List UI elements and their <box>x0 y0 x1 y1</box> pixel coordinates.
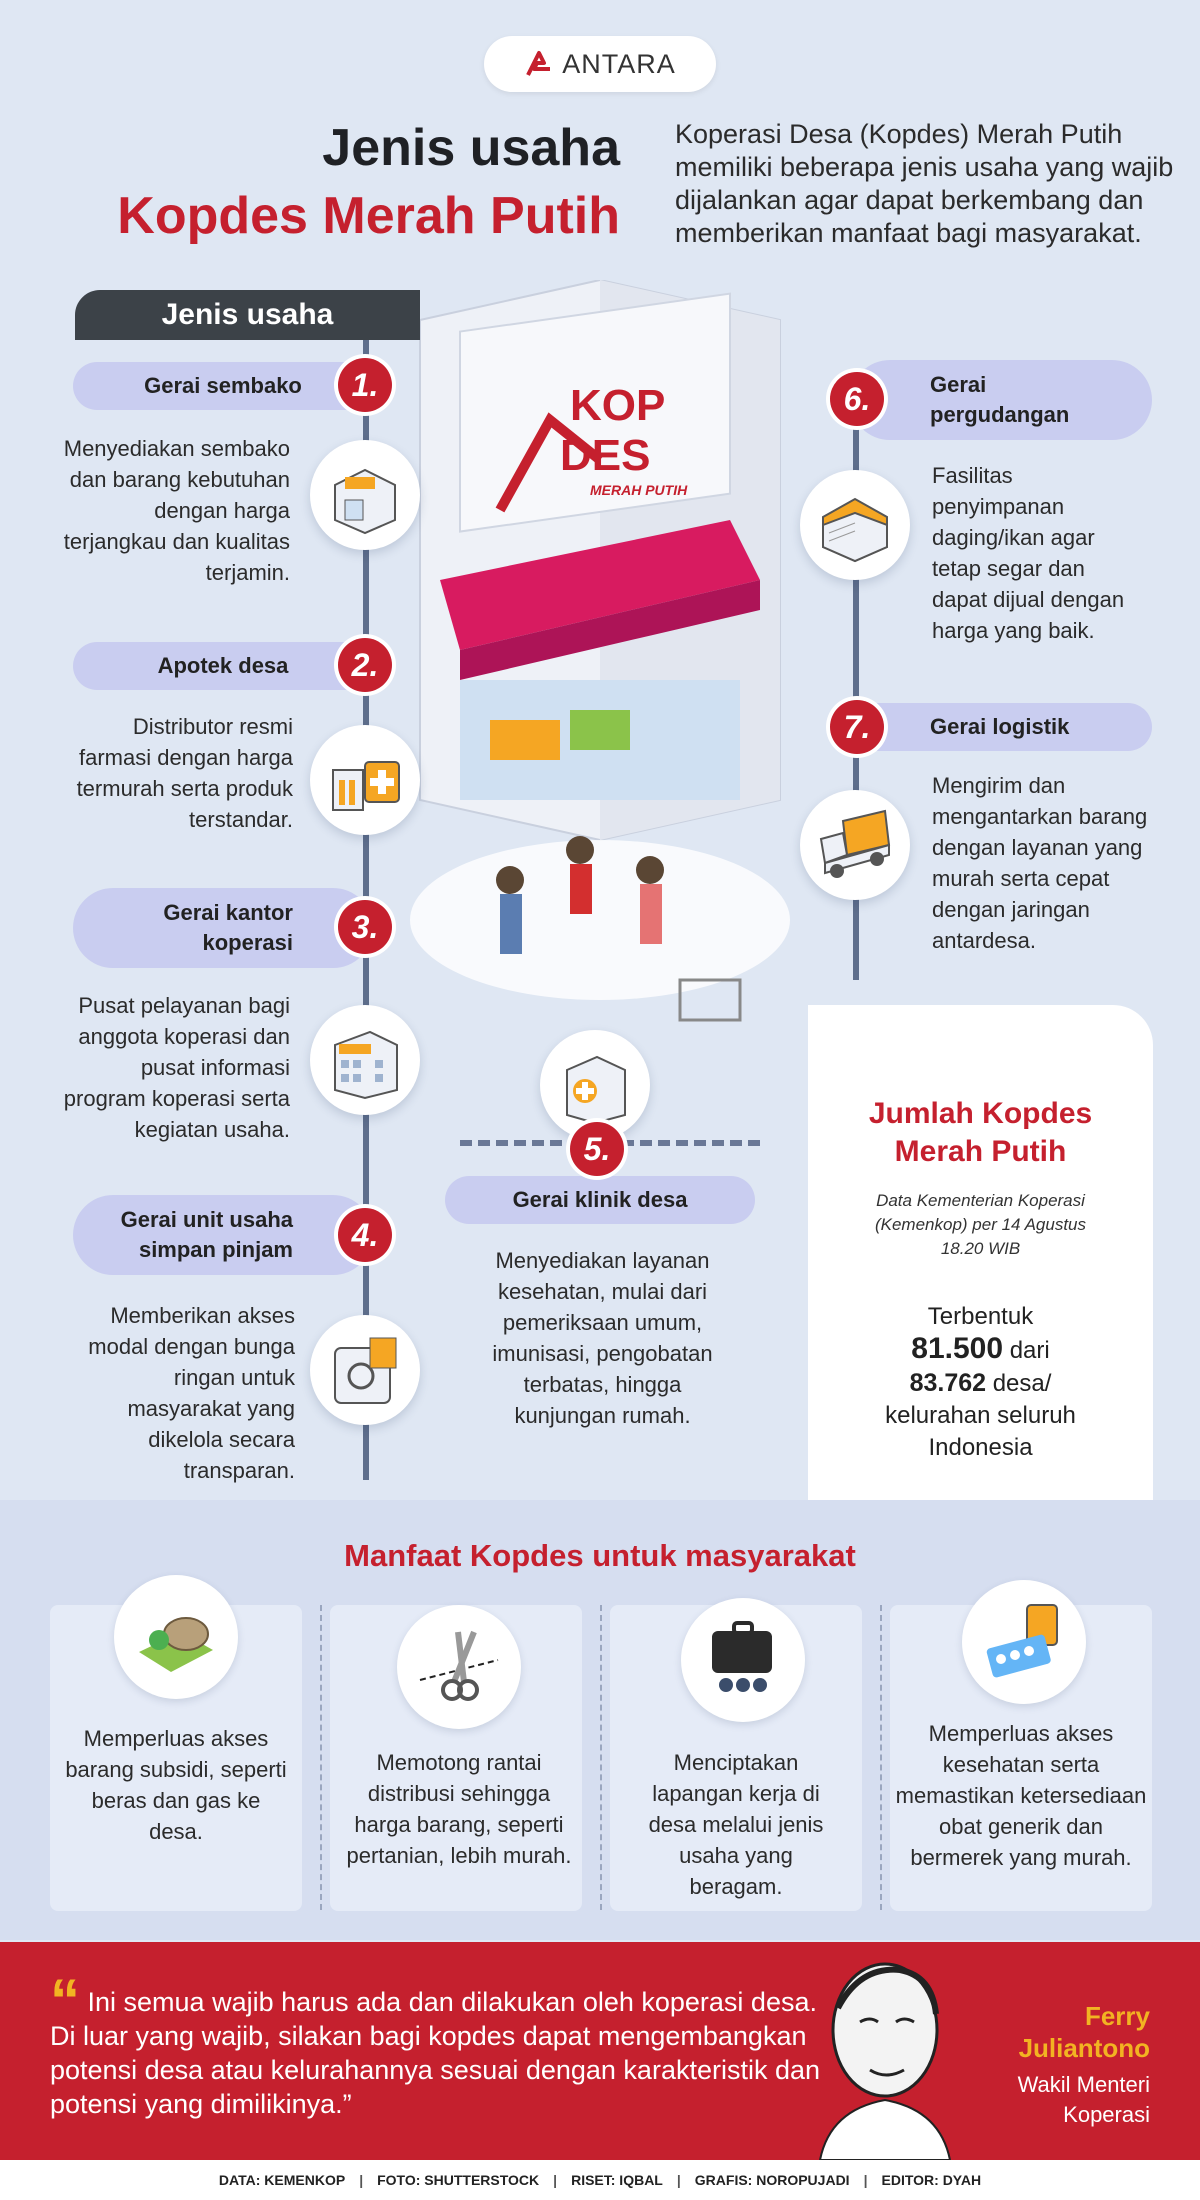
stats-source: Data Kementerian Koperasi (Kemenkop) per… <box>874 1191 1087 1258</box>
store-sign-line2: DES <box>560 431 650 480</box>
item-7-title-pill: Gerai logistik <box>850 703 1152 751</box>
item-5-number: 5. <box>570 1122 624 1176</box>
store-sign-line3: MERAH PUTIH <box>590 482 688 498</box>
stats-unit: desa/ kelurahan seluruh Indonesia <box>885 1370 1076 1461</box>
item-4-icon-wrap <box>310 1315 420 1425</box>
benefit-3-icon-wrap <box>681 1598 805 1722</box>
warehouse-icon <box>822 497 888 563</box>
title-line-2: Kopdes Merah Putih <box>117 187 620 245</box>
item-1-title-pill: Gerai sembako <box>73 362 373 410</box>
item-3-icon-wrap <box>310 1005 420 1115</box>
item-7-desc: Mengirim dan mengantarkan barang dengan … <box>932 773 1148 953</box>
item-5-title-pill: Gerai klinik desa <box>445 1176 755 1224</box>
stats-formed-row: 81.500 dari <box>808 1333 1153 1367</box>
rice-sack-icon <box>139 1617 213 1672</box>
benefit-2-icon-wrap <box>397 1605 521 1729</box>
item-2-icon-wrap <box>310 725 420 835</box>
speaker-role: Wakil Menteri Koperasi <box>1017 2072 1150 2127</box>
credit-separator: | <box>553 2172 558 2188</box>
item-4-number: 4. <box>338 1208 392 1262</box>
quote-text: Ini semua wajib harus ada dan dilakukan … <box>50 1987 821 2119</box>
item-7-number: 7. <box>830 700 884 754</box>
item-2-desc: Distributor resmi farmasi dengan harga t… <box>76 714 293 832</box>
stats-from: dari <box>1009 1337 1050 1364</box>
item-5-title: Gerai klinik desa <box>512 1187 688 1212</box>
credit-data: DATA: KEMENKOP <box>218 2172 346 2188</box>
item-1-icon-wrap <box>310 440 420 550</box>
item-1-title: Gerai sembako <box>144 373 302 398</box>
item-6-icon-wrap <box>800 470 910 580</box>
stats-formed: 81.500 <box>911 1332 1004 1365</box>
benefit-1-text: Memperluas akses barang subsidi, seperti… <box>65 1726 287 1844</box>
item-4-title: Gerai unit usaha simpan pinjam <box>120 1207 293 1262</box>
office-icon <box>334 1030 398 1100</box>
item-5-desc: Menyediakan layanan kesehatan, mulai dar… <box>492 1248 713 1428</box>
item-3-number: 3. <box>338 900 392 954</box>
antara-logo: ANTARA <box>484 36 716 92</box>
credits-footer: DATA: KEMENKOP | FOTO: SHUTTERSTOCK | RI… <box>0 2160 1200 2200</box>
briefcase-icon <box>712 1621 772 1692</box>
quote-section <box>0 1942 1200 2160</box>
benefit-3-text: Menciptakan lapangan kerja di desa melal… <box>648 1750 824 1899</box>
item-2-title-pill: Apotek desa <box>73 642 373 690</box>
benefit-divider-2 <box>600 1605 602 1910</box>
store-icon <box>334 468 396 535</box>
stats-title: Jumlah Kopdes Merah Putih <box>868 1097 1093 1168</box>
stats-total: 83.762 <box>909 1369 987 1397</box>
item-6-title-pill: Gerai pergudangan <box>850 360 1152 440</box>
credit-research: RISET: IQBAL <box>571 2172 663 2188</box>
credit-graphics: GRAFIS: NOROPUJADI <box>694 2172 850 2188</box>
truck-icon <box>819 809 891 878</box>
stats-label: Terbentuk <box>927 1303 1034 1330</box>
benefit-4-icon-wrap <box>962 1580 1086 1704</box>
item-2-title: Apotek desa <box>157 653 289 678</box>
item-2-number: 2. <box>338 638 392 692</box>
speaker-portrait <box>818 1962 952 2160</box>
benefit-2-text: Memotong rantai distribusi sehingga harg… <box>346 1750 572 1868</box>
credit-separator: | <box>359 2172 364 2188</box>
item-3-title: Gerai kantor koperasi <box>163 900 293 955</box>
stats-card: Jumlah Kopdes Merah Putih Data Kementeri… <box>808 1005 1153 1525</box>
safe-icon <box>334 1337 397 1404</box>
store-sign-line1: KOP <box>570 381 665 430</box>
scissors-icon <box>419 1630 499 1701</box>
benefit-divider-3 <box>880 1605 882 1910</box>
item-3-desc: Pusat pelayanan bagi anggota koperasi da… <box>63 993 290 1142</box>
timeline-right <box>853 400 859 980</box>
jenis-usaha-tab: Jenis usaha <box>75 290 420 340</box>
stats-total-row: 83.762 desa/ kelurahan seluruh Indonesia <box>866 1367 1096 1464</box>
item-3-title-pill: Gerai kantor koperasi <box>73 888 373 968</box>
title-line-1: Jenis usaha <box>322 119 620 177</box>
item-4-desc: Memberikan akses modal dengan bunga ring… <box>88 1303 295 1483</box>
credit-photo: FOTO: SHUTTERSTOCK <box>377 2172 540 2188</box>
speaker-name: Ferry Juliantono <box>1018 2001 1150 2063</box>
antara-logo-icon <box>526 51 551 76</box>
intro-text: Koperasi Desa (Kopdes) Merah Putih memil… <box>675 119 1174 248</box>
clinic-icon <box>566 1055 626 1125</box>
item-1-desc: Menyediakan sembako dan barang kebutuhan… <box>63 436 290 585</box>
item-6-desc: Fasilitas penyimpanan daging/ikan agar t… <box>932 463 1125 643</box>
item-4-title-pill: Gerai unit usaha simpan pinjam <box>73 1195 373 1275</box>
item-1-number: 1. <box>338 358 392 412</box>
credit-separator: | <box>863 2172 868 2188</box>
credit-editor: EDITOR: DYAH <box>881 2172 982 2188</box>
benefit-divider-1 <box>320 1605 322 1910</box>
benefits-title: Manfaat Kopdes untuk masyarakat <box>344 1538 856 1573</box>
item-6-number: 6. <box>830 372 884 426</box>
medicine-icon <box>986 1604 1058 1678</box>
benefit-1-icon-wrap <box>114 1575 238 1699</box>
quote-block: “ Ini semua wajib harus ada dan dilakuka… <box>50 1971 840 2121</box>
logo-text: ANTARA <box>562 48 676 79</box>
item-7-icon-wrap <box>800 790 910 900</box>
item-7-title: Gerai logistik <box>930 714 1070 739</box>
benefit-4-text: Memperluas akses kesehatan serta memasti… <box>895 1721 1147 1870</box>
pharmacy-icon <box>332 761 400 811</box>
store-illustration: KOP DES MERAH PUTIH <box>410 280 790 1022</box>
item-5-icon-wrap <box>540 1030 650 1140</box>
credit-separator: | <box>676 2172 681 2188</box>
item-6-title: Gerai pergudangan <box>930 372 1070 427</box>
